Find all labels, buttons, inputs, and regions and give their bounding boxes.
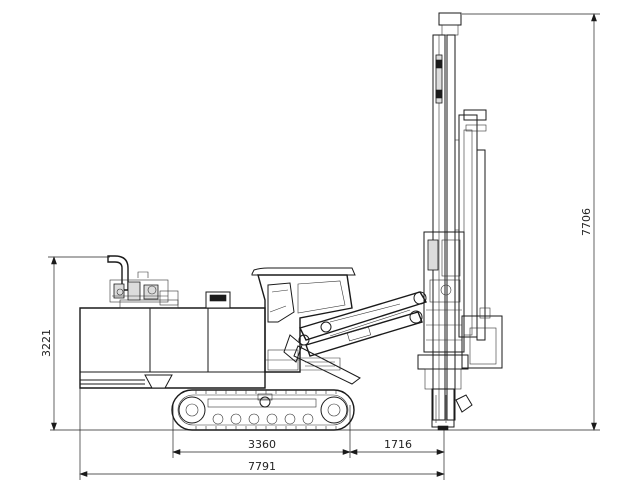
dimension-lines: [48, 13, 600, 480]
dimension-working-height: 7706: [580, 208, 593, 236]
drill-mast: [417, 12, 503, 431]
idler-wheel: [178, 396, 206, 424]
deck-details: [299, 357, 341, 371]
boom-assembly: [283, 291, 428, 385]
operator-cab: [251, 267, 356, 373]
engine-compartment: [107, 255, 179, 306]
track-shoes: [195, 390, 337, 430]
crawler-track: [171, 389, 355, 431]
dimension-overall-length: 7791: [248, 460, 276, 473]
dimension-transport-height: 3221: [40, 329, 53, 357]
chassis-body: [79, 291, 266, 389]
dimension-front-overhang: 1716: [384, 438, 412, 451]
sprocket-wheel: [320, 396, 348, 424]
dimension-arrowheads: [51, 13, 597, 477]
track-rollers: [212, 413, 314, 425]
dimension-track-length: 3360: [248, 438, 276, 451]
